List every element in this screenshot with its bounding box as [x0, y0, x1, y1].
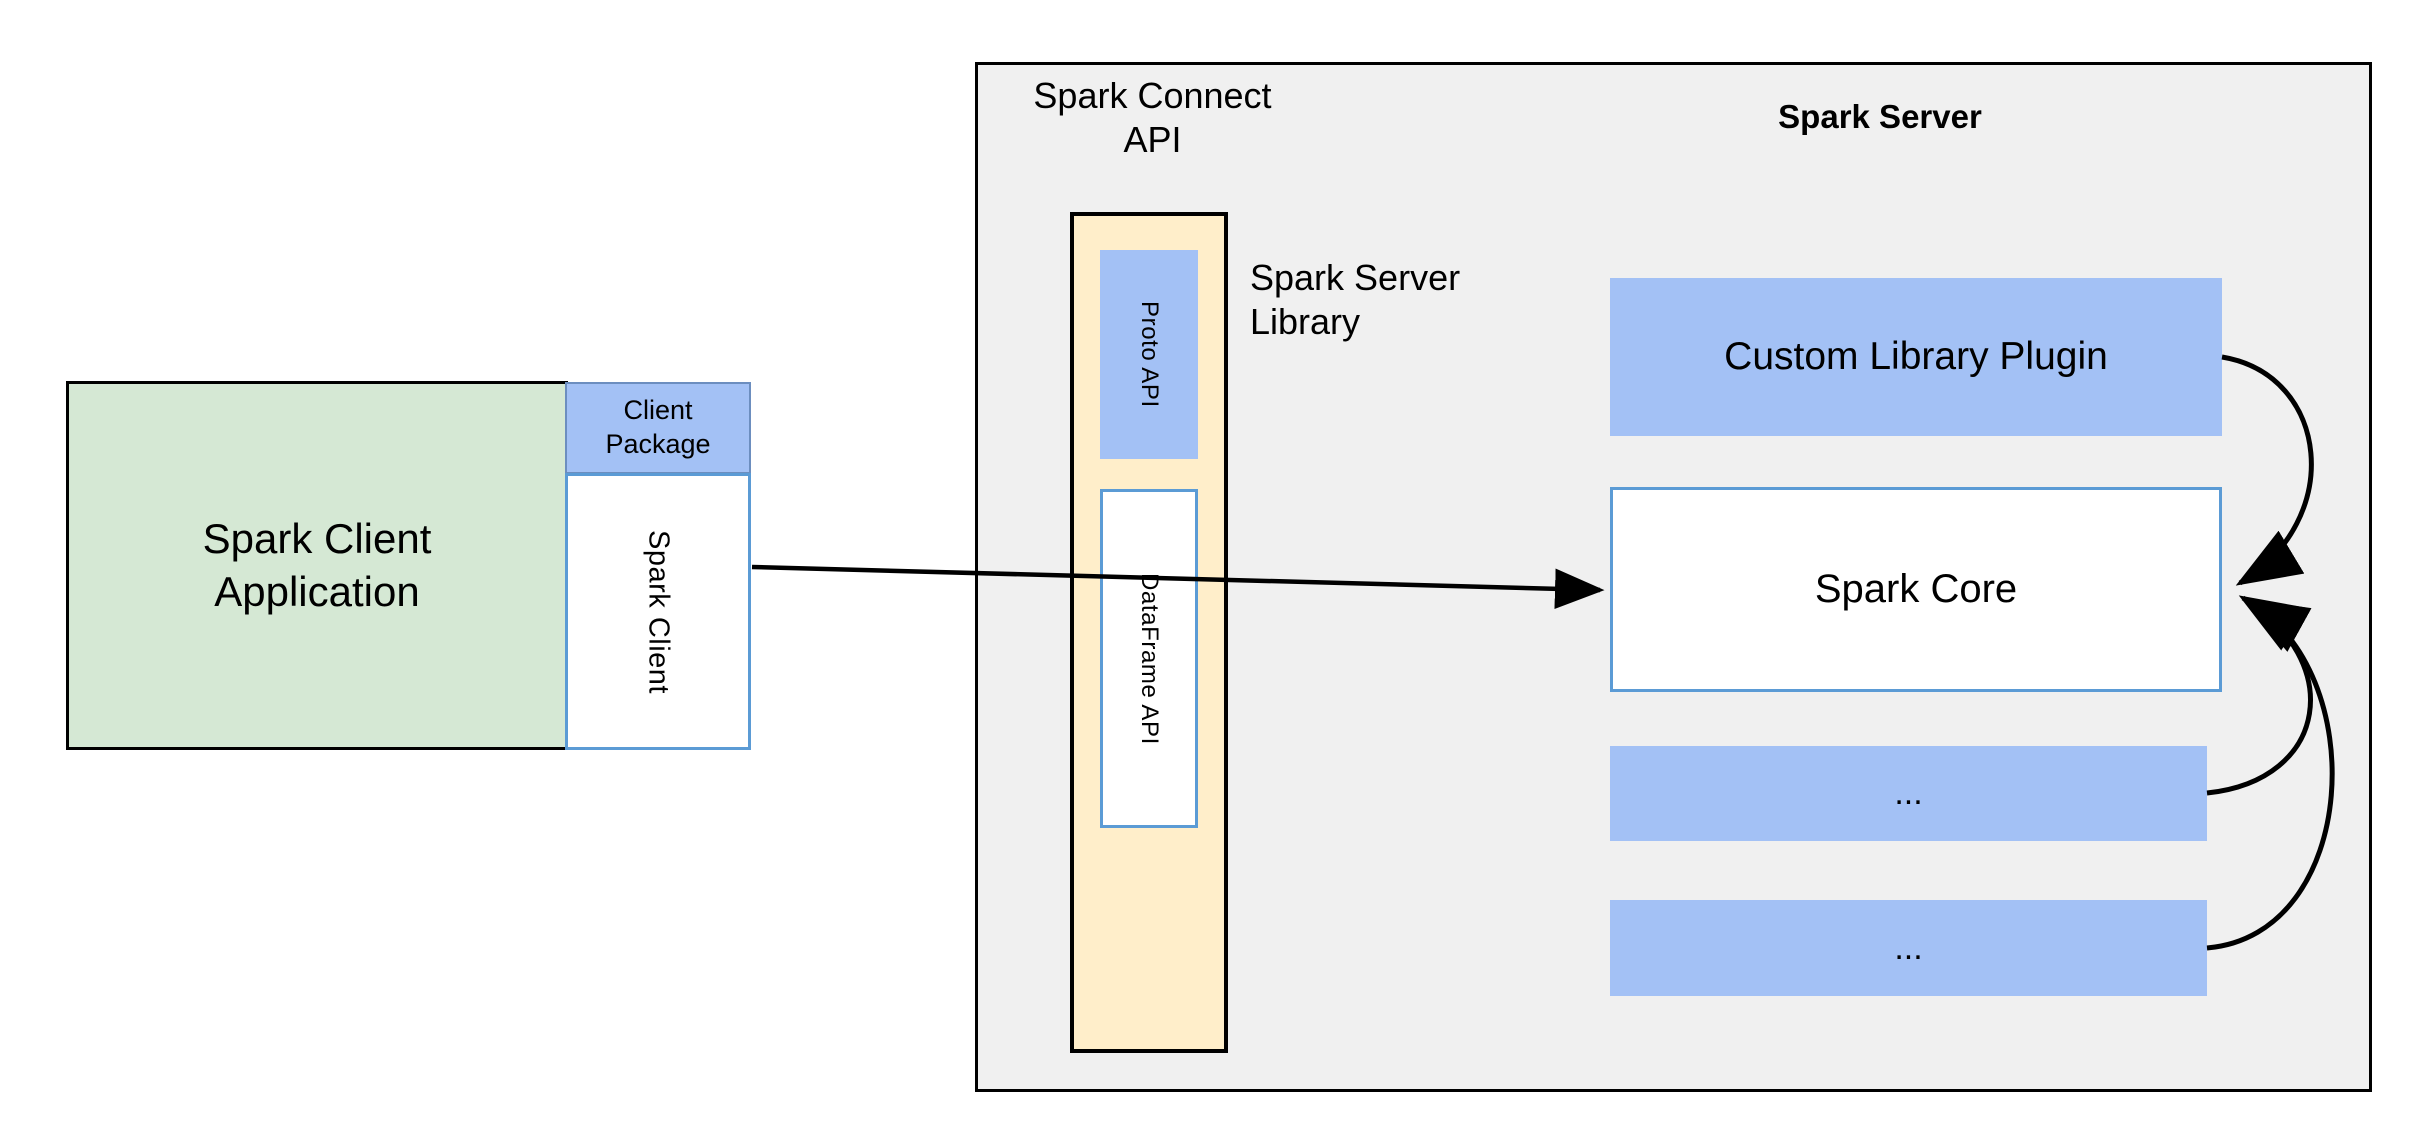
spark-client-label: Spark Client — [642, 529, 675, 694]
spark-server-title: Spark Server — [1778, 97, 1982, 135]
server-component-ellipsis-2: ... — [1610, 900, 2207, 996]
spark-server-library-label: Spark Server Library — [1250, 257, 1461, 342]
spark-client-box: Spark Client — [565, 473, 751, 750]
spark-connect-api-label: Spark Connect API — [1033, 75, 1272, 160]
custom-library-plugin-box: Custom Library Plugin — [1610, 278, 2222, 436]
proto-api-label: Proto API — [1136, 301, 1163, 408]
spark-core-box: Spark Core — [1610, 487, 2222, 692]
dataframe-api-box: DataFrame API — [1100, 489, 1198, 828]
spark-client-application-box: Spark Client Application — [66, 381, 568, 750]
dataframe-api-label: DataFrame API — [1136, 572, 1163, 745]
proto-api-box: Proto API — [1100, 250, 1198, 459]
server-component-ellipsis-1: ... — [1610, 746, 2207, 841]
client-package-box: Client Package — [565, 382, 751, 474]
